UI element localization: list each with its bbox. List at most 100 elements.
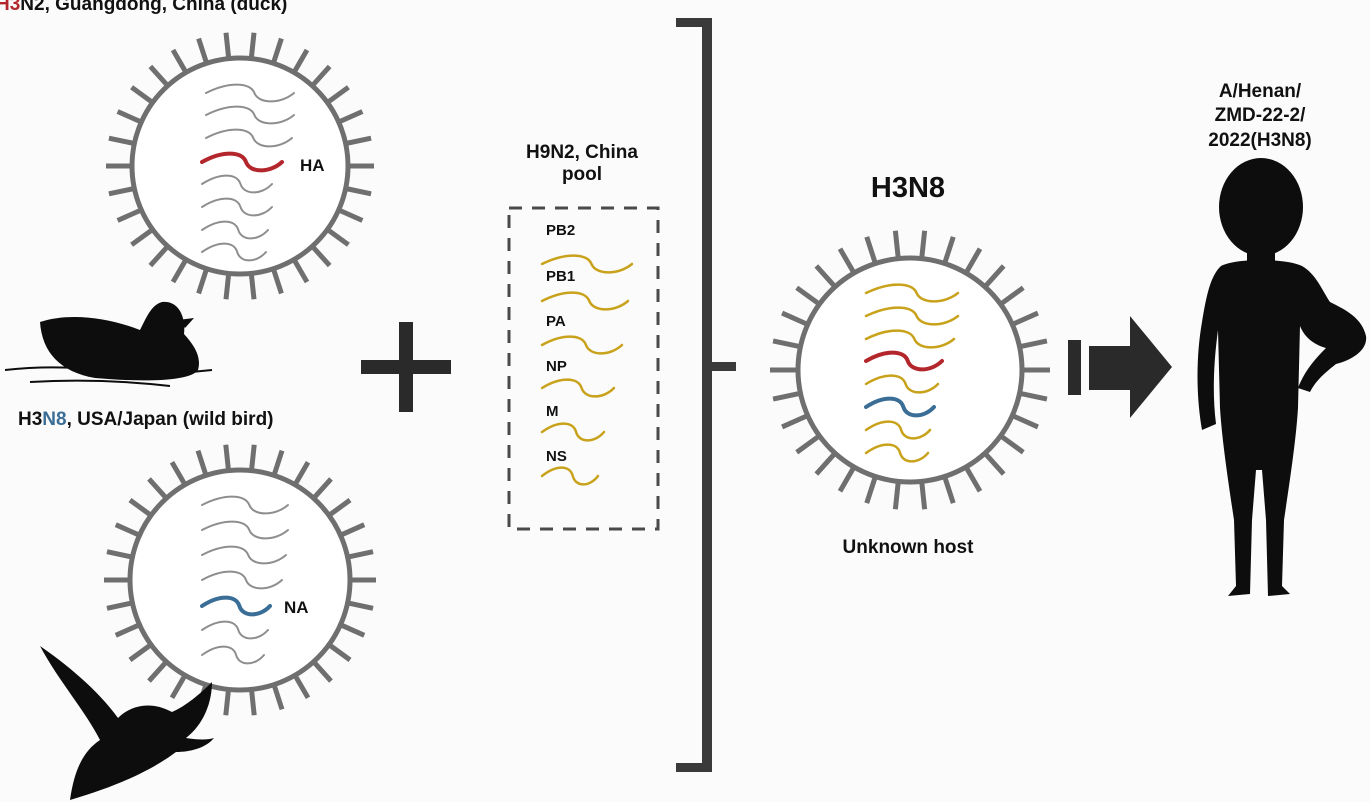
pool-segments — [540, 254, 634, 486]
na-segment-label: NA — [284, 598, 309, 617]
pool-box-dashed — [507, 206, 660, 531]
surface-spike — [169, 675, 187, 700]
surface-spike — [964, 467, 983, 493]
duck-silhouette-icon — [40, 301, 199, 381]
surface-spike — [864, 236, 878, 263]
surface-spike — [147, 661, 167, 683]
reassortant-segment-na — [864, 396, 936, 418]
surface-spike — [114, 623, 139, 638]
segment-gray — [201, 220, 269, 240]
reassortant-segment-internal — [864, 443, 930, 463]
surface-spike — [864, 477, 878, 504]
surface-spike — [781, 414, 807, 430]
pool-segment-yellow — [540, 291, 630, 311]
segment-gray — [201, 174, 273, 194]
surface-spike — [339, 208, 364, 223]
surface-spike — [293, 675, 311, 700]
ha-source-title: H3N2, Guangdong, China (duck) — [0, 0, 288, 15]
surface-spike — [347, 186, 372, 197]
surface-spike — [128, 498, 151, 517]
surface-spike — [271, 37, 284, 63]
segment-gray — [201, 570, 283, 590]
na-source-title: H3N8, USA/Japan (wild bird) — [18, 409, 274, 430]
pool-title: H9N2, China pool — [482, 142, 682, 186]
surface-spike — [108, 186, 133, 197]
segment-ha-red — [200, 151, 284, 173]
surface-spike — [130, 228, 153, 247]
surface-spike — [1020, 391, 1048, 402]
segment-gray — [201, 520, 289, 540]
segment-gray — [201, 242, 267, 262]
surface-spike — [919, 483, 928, 510]
surface-spike — [837, 247, 856, 273]
surface-spike — [347, 135, 372, 146]
segment-gray — [201, 620, 269, 640]
patient-strain-label: A/Henan/ ZMD-22-2/ 2022(H3N8) — [1170, 80, 1350, 153]
surface-spike — [1000, 434, 1025, 455]
virus-particle-reassortant — [770, 230, 1050, 510]
virus-envelope — [129, 55, 351, 277]
combine-bracket — [676, 18, 736, 772]
surface-spike — [114, 522, 139, 537]
surface-spike — [272, 685, 285, 711]
flying-bird-silhouette-icon — [40, 646, 214, 800]
surface-spike — [223, 691, 231, 716]
surface-spike — [837, 467, 856, 493]
virus-particle-na-source — [104, 444, 376, 716]
surface-spike — [1013, 310, 1039, 326]
surface-spike — [964, 247, 983, 273]
plus-icon — [361, 322, 451, 412]
surface-spike — [1000, 285, 1025, 306]
surface-spike — [249, 691, 257, 716]
child-silhouette-icon — [1197, 158, 1367, 596]
surface-spike — [339, 109, 364, 124]
surface-spike — [919, 230, 928, 257]
reassortant-segment-ha — [864, 350, 944, 372]
pool-label-m: M — [546, 403, 559, 420]
surface-spike — [148, 246, 169, 268]
surface-spike — [781, 310, 807, 326]
surface-spike — [196, 37, 209, 63]
surface-spike — [313, 661, 333, 683]
reassortant-segment-internal — [864, 306, 960, 326]
virus-envelope — [127, 467, 353, 693]
pool-label-pa: PA — [546, 313, 566, 330]
surface-spike — [329, 498, 352, 517]
pool-segment-yellow — [540, 335, 624, 355]
surface-spike — [106, 549, 131, 560]
surface-spike — [223, 444, 231, 469]
patient-strain-line1: A/Henan/ — [1218, 81, 1302, 102]
virus-envelope — [795, 255, 1025, 485]
surface-spike — [311, 64, 332, 86]
segment-gray — [201, 545, 287, 565]
surface-spike — [116, 208, 141, 223]
patient-strain-line2: ZMD-22-2/ — [1214, 105, 1306, 127]
surface-spike — [249, 32, 257, 57]
surface-spike — [116, 109, 141, 124]
surface-spike — [223, 32, 231, 57]
surface-spike — [108, 135, 133, 146]
reassortant-segment-internal — [864, 329, 956, 349]
patient-strain-line3: 2022(H3N8) — [1208, 129, 1312, 151]
surface-spike — [341, 623, 366, 638]
ha-segment-label: HA — [300, 156, 325, 175]
reassortant-segment-internal — [864, 420, 932, 440]
segment-na-blue — [200, 595, 272, 617]
surface-spike — [892, 230, 901, 257]
surface-spike — [293, 460, 311, 485]
surface-spike — [313, 477, 333, 499]
reassortant-title: H3N8 — [870, 172, 946, 204]
surface-spike — [795, 285, 820, 306]
surface-spike — [892, 483, 901, 510]
surface-spike — [327, 228, 350, 247]
unknown-host-label: Unknown host — [842, 537, 974, 558]
reassortant-segment-internal — [864, 283, 960, 303]
surface-spike — [272, 449, 285, 475]
surface-spike — [170, 260, 188, 284]
segment-gray — [205, 105, 295, 125]
surface-spike — [169, 460, 187, 485]
surface-spike — [196, 269, 209, 295]
pool-segment-yellow — [540, 378, 616, 398]
